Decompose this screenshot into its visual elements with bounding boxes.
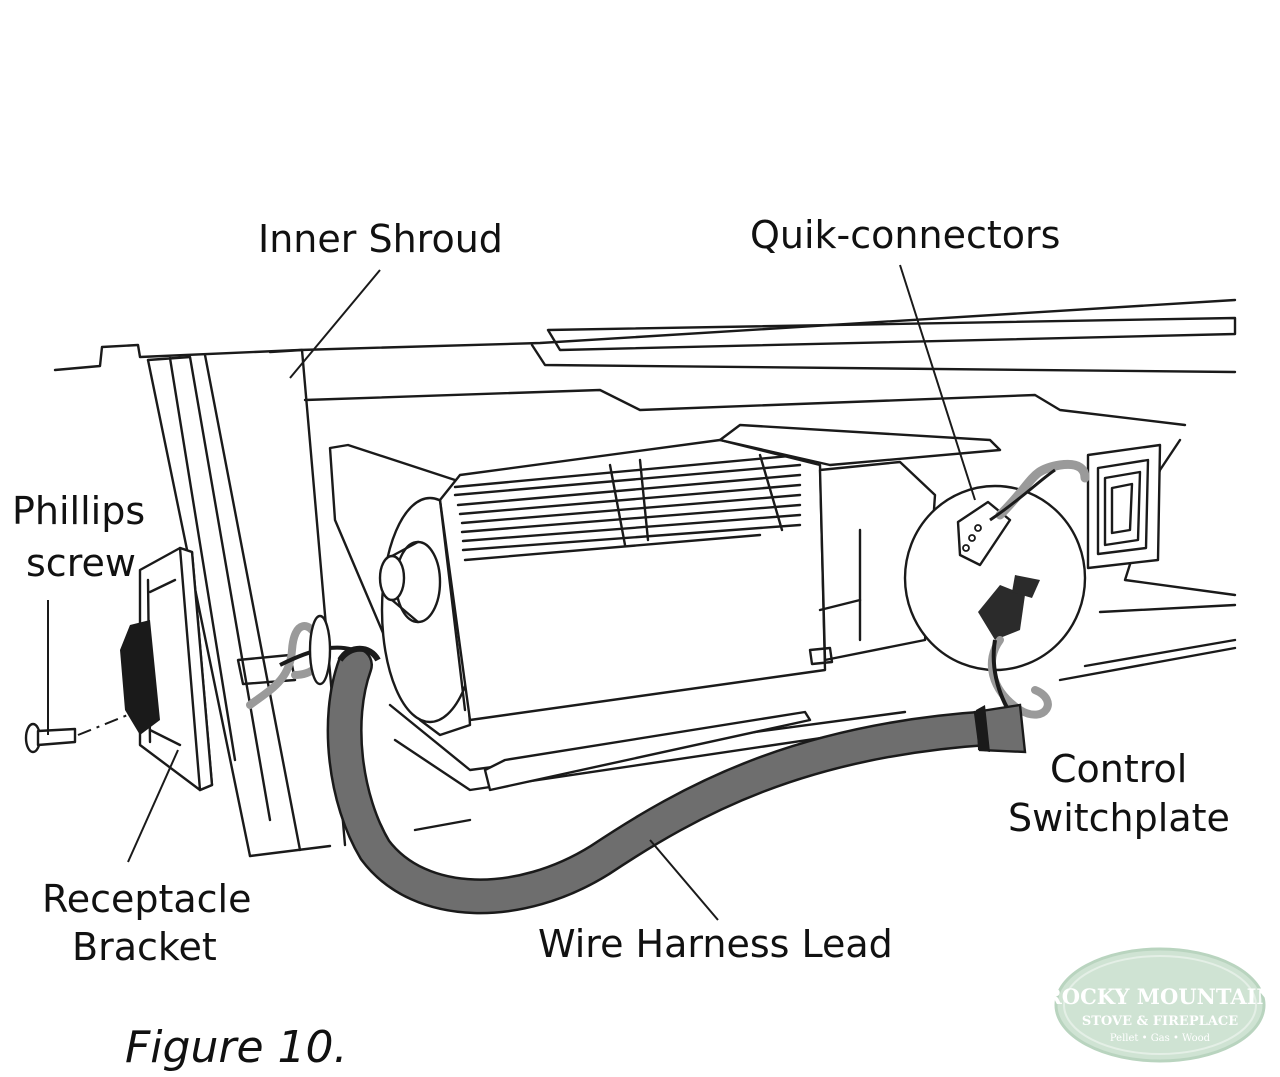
leader-receptacle-bracket — [127, 749, 179, 863]
label-control-line1: Control — [1050, 747, 1187, 791]
leader-wire-harness — [649, 839, 719, 921]
receptacle-bracket — [120, 546, 297, 792]
label-inner-shroud: Inner Shroud — [258, 217, 503, 261]
watermark-line1: ROCKY MOUNTAIN — [1044, 984, 1275, 1009]
label-receptacle-line2: Bracket — [72, 925, 217, 969]
labels: Inner Shroud Quik-connectors Phillips sc… — [12, 213, 1230, 969]
fan-vanes — [453, 453, 802, 562]
watermark-line2: STOVE & FIREPLACE — [1082, 1014, 1238, 1029]
label-control-line2: Switchplate — [1008, 796, 1230, 840]
label-quik-connectors: Quik-connectors — [750, 213, 1060, 257]
wires — [246, 459, 1090, 722]
control-switchplate — [1086, 443, 1162, 570]
leader-inner-shroud — [289, 269, 381, 379]
label-wire-harness: Wire Harness Lead — [538, 922, 893, 966]
watermark-logo: ROCKY MOUNTAIN STOVE & FIREPLACE Pellet … — [1044, 947, 1276, 1063]
label-phillips-line1: Phillips — [12, 489, 145, 533]
leader-quik-connectors — [899, 264, 976, 501]
label-receptacle-line1: Receptacle — [42, 877, 251, 921]
label-phillips-line2: screw — [26, 541, 136, 585]
wire-harness-lead — [326, 645, 1027, 915]
figure-caption: Figure 10. — [125, 1022, 347, 1073]
phillips-screw — [24, 711, 136, 754]
watermark-line3: Pellet • Gas • Wood — [1110, 1033, 1211, 1044]
leader-lines — [47, 264, 976, 921]
blower — [328, 423, 1002, 792]
